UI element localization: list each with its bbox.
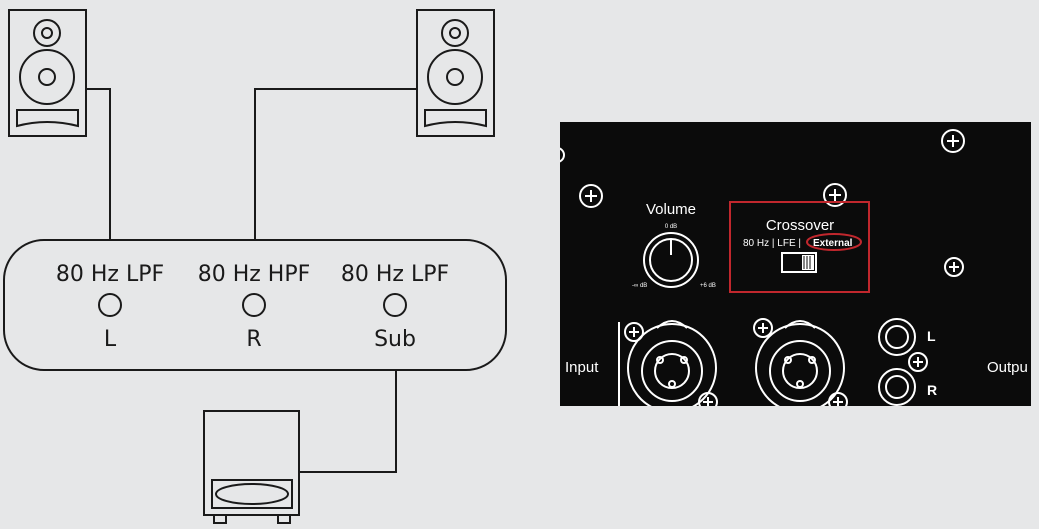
- crossover-selected: External: [813, 238, 853, 249]
- speaker-icon: [416, 9, 495, 137]
- channel-filter: 80 Hz LPF: [341, 262, 449, 287]
- screw-icon: [753, 318, 773, 338]
- wire-right-speaker: [254, 88, 417, 240]
- volume-min-label: -∞ dB: [632, 283, 647, 289]
- volume-knob[interactable]: [643, 232, 699, 288]
- combo-jack-icon[interactable]: [755, 320, 845, 406]
- screw-icon: [944, 257, 964, 277]
- screw-icon: [941, 129, 965, 153]
- crossover-highlight: [729, 201, 870, 293]
- volume-label: Volume: [646, 201, 696, 218]
- channel-label: R: [246, 327, 261, 352]
- crossover-box: [3, 239, 507, 371]
- screw-icon: [624, 322, 644, 342]
- volume-max-label: +6 dB: [700, 283, 716, 289]
- output-jack-right[interactable]: [878, 368, 916, 406]
- crossover-options: 80 Hz | LFE |: [743, 238, 801, 249]
- channel-sub: 80 Hz LPF Sub: [341, 262, 449, 352]
- crossover-title: Crossover: [766, 217, 834, 234]
- selection-circle: [806, 233, 862, 251]
- speaker-icon: [8, 9, 87, 137]
- channel-filter: 80 Hz HPF: [198, 262, 311, 287]
- volume-mid-label: 0 dB: [665, 224, 677, 230]
- wire-subwoofer: [300, 370, 397, 473]
- knob-icon: [383, 293, 407, 317]
- input-label: Input: [565, 359, 599, 376]
- output-label: Outpu: [987, 359, 1028, 376]
- screw-icon: [579, 184, 603, 208]
- channel-label: Sub: [374, 327, 416, 352]
- knob-icon: [242, 293, 266, 317]
- channel-filter: 80 Hz LPF: [56, 262, 164, 287]
- combo-jack-icon[interactable]: [627, 320, 717, 406]
- crossover-switch[interactable]: [781, 252, 817, 273]
- screw-icon: [908, 352, 928, 372]
- channel-label: L: [104, 327, 117, 352]
- wire-left-speaker: [86, 88, 111, 240]
- jack-right-label: R: [927, 382, 937, 398]
- knob-icon: [98, 293, 122, 317]
- jack-left-label: L: [927, 328, 936, 344]
- rear-panel-photo: Volume 0 dB -∞ dB +6 dB Crossover 80 Hz …: [560, 122, 1031, 406]
- subwoofer-icon: [203, 410, 300, 524]
- screw-icon: [823, 183, 847, 207]
- channel-l: 80 Hz LPF L: [56, 262, 164, 352]
- connection-diagram: 80 Hz LPF L 80 Hz HPF R 80 Hz LPF Sub: [3, 9, 507, 524]
- output-jack-left[interactable]: [878, 318, 916, 356]
- channel-r: 80 Hz HPF R: [198, 262, 311, 352]
